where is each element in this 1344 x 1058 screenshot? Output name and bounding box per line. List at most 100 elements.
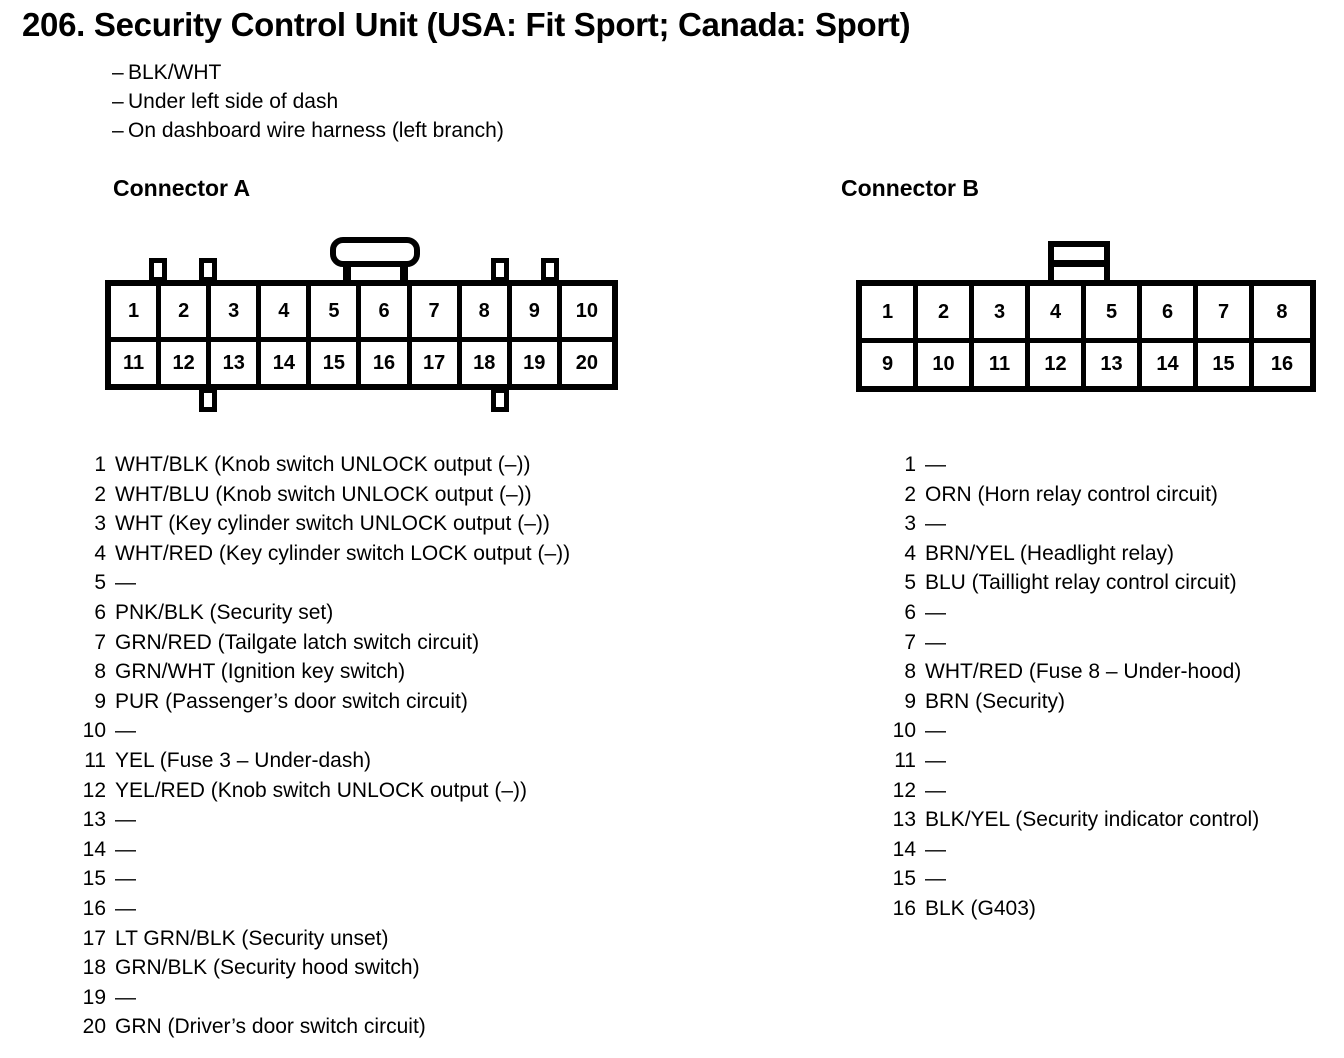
pin-row: 12 YEL/RED (Knob switch UNLOCK output (–)… (78, 776, 570, 806)
pin-row: 17 LT GRN/BLK (Security unset) (78, 924, 570, 954)
pin-number: 9 (904, 689, 916, 713)
connector-a-latch-leg (400, 262, 408, 284)
connector-b-pin-cell: 8 (1276, 300, 1288, 323)
pin-description: BRN/YEL (Headlight relay) (925, 541, 1174, 565)
pin-description: GRN (Driver’s door switch circuit) (115, 1015, 426, 1039)
pin-number: 13 (82, 808, 106, 832)
pin-description: YEL/RED (Knob switch UNLOCK output (–)) (115, 778, 527, 802)
pin-number: 2 (94, 482, 106, 506)
pin-number: 18 (82, 956, 106, 980)
pin-description: — (115, 808, 136, 832)
pin-description: — (115, 896, 136, 920)
pin-description: — (925, 600, 946, 624)
pin-row: 4 WHT/RED (Key cylinder switch LOCK outpu… (78, 539, 570, 569)
note-dash: – (112, 90, 124, 113)
pin-number: 6 (904, 600, 916, 624)
connector-b-pin-cell: 16 (1254, 338, 1310, 386)
pin-number: 7 (94, 630, 106, 654)
pin-description: GRN/WHT (Ignition key switch) (115, 660, 406, 684)
connector-b-row-top: 1 2 3 4 5 6 7 8 (862, 286, 1310, 338)
connector-b-pin-cell: 9 (862, 338, 918, 386)
pin-description: LT GRN/BLK (Security unset) (115, 926, 389, 950)
connector-a-pin-cell: 18 (461, 337, 512, 384)
pin-number: 11 (894, 748, 916, 772)
connector-a-pin-cell: 2 (161, 286, 212, 337)
connector-a-pin-cell: 13 (211, 337, 262, 384)
pin-description: ORN (Horn relay control circuit) (925, 482, 1218, 506)
pin-description: — (925, 453, 946, 476)
note-line: –BLK/WHT (112, 58, 504, 87)
connector-b-pin-cell: 5 (1086, 286, 1142, 338)
pin-row: 19— (78, 983, 570, 1013)
pin-description: PUR (Passenger’s door switch circuit) (115, 689, 468, 713)
connector-a-nub-bottom (199, 388, 217, 412)
pin-description: — (115, 571, 136, 595)
connector-b-heading: Connector B (841, 175, 979, 201)
pin-description: WHT/RED (Key cylinder switch LOCK output… (115, 541, 571, 565)
pin-row: 7— (888, 628, 1259, 658)
pin-row: 1— (888, 450, 1259, 480)
note-dash: – (112, 119, 124, 142)
pin-row: 14— (78, 835, 570, 865)
pin-number: 1 (904, 453, 916, 476)
note-list: –BLK/WHT –Under left side of dash –On da… (112, 58, 504, 145)
pin-row: 13 — (78, 805, 570, 835)
connector-a-pin-cell: 1 (111, 286, 162, 337)
pin-number: 10 (892, 719, 916, 743)
pin-description: GRN/RED (Tailgate latch switch circuit) (115, 630, 480, 654)
connector-a-nub-top (199, 258, 217, 282)
pin-number: 3 (904, 512, 916, 536)
connector-a-row-bottom: 11 12 13 14 15 16 17 18 19 20 (111, 337, 612, 384)
pin-number: 10 (82, 719, 106, 743)
pin-description: — (925, 778, 946, 802)
pin-description: WHT/BLU (Knob switch UNLOCK output (–)) (115, 482, 532, 506)
pin-description: — (115, 867, 136, 891)
pin-number: 4 (94, 541, 106, 565)
page-title: 206. Security Control Unit (USA: Fit Spo… (22, 6, 911, 43)
connector-a-pin-cell: 7 (412, 286, 462, 337)
connector-a-pin-cell: 20 (561, 337, 612, 384)
connector-b-pin-cell: 13 (1086, 338, 1142, 386)
pin-row: 6— (888, 598, 1259, 628)
pin-description: — (925, 837, 946, 861)
pin-description: — (115, 719, 136, 743)
pin-number: 12 (82, 778, 106, 802)
connector-b-pin-cell: 1 (862, 286, 918, 338)
pin-number: 14 (892, 837, 916, 861)
connector-a-pin-cell: 11 (111, 337, 162, 384)
connector-a-latch-leg (343, 262, 351, 284)
pin-description: — (925, 512, 946, 536)
connector-a-nub-top (491, 258, 509, 282)
pin-row: 2 WHT/BLU (Knob switch UNLOCK output (–)) (78, 480, 570, 510)
pin-description: WHT/RED (Fuse 8 – Under-hood) (925, 660, 1242, 684)
pin-row: 5— (78, 568, 570, 598)
connector-b-row-bottom: 9 10 11 12 13 14 15 16 (862, 338, 1310, 386)
pin-description: — (115, 837, 136, 861)
pin-row: 11— (888, 746, 1259, 776)
pin-description: BLU (Taillight relay control circuit) (925, 571, 1237, 595)
connector-b-pin-cell: 4 (1030, 286, 1086, 338)
connector-a-pin-cell: 8 (462, 286, 512, 337)
pin-description: — (925, 630, 946, 654)
connector-a-pin-cell: 6 (361, 286, 412, 337)
pin-row: 15— (888, 864, 1259, 894)
connector-a-nub-bottom (491, 388, 509, 412)
pin-number: 12 (892, 778, 916, 802)
pin-number: 17 (82, 926, 106, 950)
pin-number: 6 (94, 600, 106, 624)
pin-number: 1 (94, 453, 106, 476)
connector-b-pin-cell: 12 (1030, 338, 1086, 386)
connector-a-pin-cell: 14 (261, 337, 312, 384)
connector-a-pin-cell: 17 (411, 337, 462, 384)
note-text: Under left side of dash (128, 90, 339, 113)
connector-b-pin-cell: 6 (1142, 286, 1198, 338)
connector-b-pin-cell: 3 (974, 286, 1030, 338)
